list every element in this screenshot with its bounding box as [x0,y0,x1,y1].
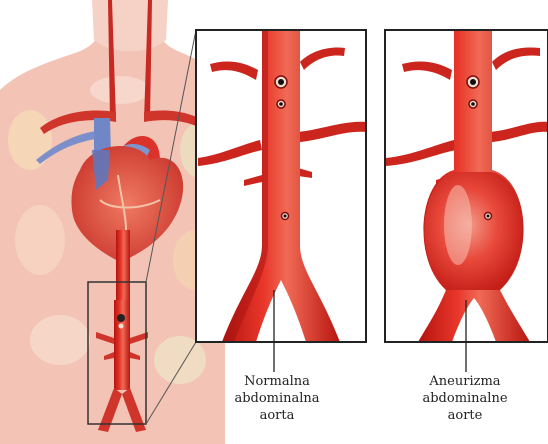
aneurysm-ostium-3-core [487,215,490,218]
aneurysm-caption-line-1: Aneurizma [410,373,520,390]
abdominal-aorta-small [114,300,130,390]
aneurysm-caption-line-2: abdominalne [410,390,520,407]
aneurysm-highlight [444,185,472,265]
body-illustration [0,0,225,444]
normal-aorta-caption: Normalna abdominalna aorta [222,373,332,424]
normal-ostium-3-core [284,215,287,218]
normal-aorta-panel [196,30,366,372]
aneurysm-caption-line-3: aorte [410,407,520,424]
normal-ostium-2-core [279,102,283,106]
aneurysm-bulge [424,172,522,290]
mesenteric-dot [119,324,124,329]
normal-ostium-1-core [278,79,284,85]
aneurysm-panel [385,30,548,372]
aneurysm-ostium-2-core [471,102,475,106]
normal-caption-line-2: abdominalna [222,390,332,407]
neck [92,0,168,51]
aneurysm-ostium-1-core [470,79,476,85]
normal-caption-line-3: aorta [222,407,332,424]
normal-caption-line-1: Normalna [222,373,332,390]
celiac-dot [117,314,125,322]
aneurysm-caption: Aneurizma abdominalne aorte [410,373,520,424]
